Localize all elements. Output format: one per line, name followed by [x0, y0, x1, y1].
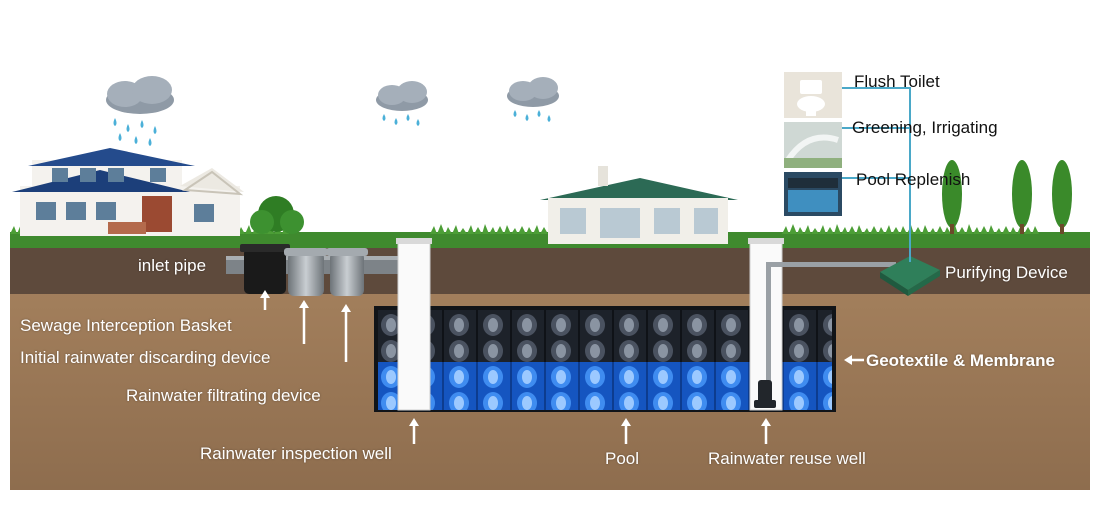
geotextile-membrane-label: Geotextile & Membrane [866, 351, 1055, 370]
tree-icon [250, 196, 304, 234]
rain-cloud-icon [376, 81, 428, 126]
rain-cloud-icon [106, 76, 174, 146]
supply-line [842, 87, 911, 262]
initial-rainwater-discarding-device [284, 248, 328, 296]
use-label-pool-replenish: Pool Replenish [856, 170, 971, 189]
grass-blades-far-right [782, 224, 1090, 234]
sewage-interception-basket-label: Sewage Interception Basket [20, 316, 232, 335]
rainwater-inspection-well [396, 238, 432, 411]
left-house [12, 148, 244, 236]
sewage-interception-basket [240, 244, 290, 294]
cypress-tree-icon [1052, 160, 1072, 234]
rain-cloud-icon [507, 77, 559, 122]
pool-replenish-image [784, 172, 842, 216]
purifying-device [880, 256, 940, 296]
rainwater-reuse-well [748, 238, 896, 411]
rainwater-reuse-well-label: Rainwater reuse well [708, 449, 866, 468]
initial-rainwater-discarding-device-label: Initial rainwater discarding device [20, 348, 271, 367]
cypress-tree-icon [942, 160, 962, 234]
inlet-pipe-label: inlet pipe [138, 256, 207, 275]
use-label-greening-irrigating: Greening, Irrigating [852, 118, 998, 137]
pool-label: Pool [605, 449, 640, 468]
greening-irrigating-image [784, 122, 842, 168]
rainwater-filtrating-device-label: Rainwater filtrating device [126, 386, 321, 405]
pointer-arrows [260, 290, 864, 444]
purifying-device-label: Purifying Device [945, 263, 1068, 282]
use-label-flush-toilet: Flush Toilet [854, 72, 940, 91]
rainwater-filtrating-device [326, 248, 368, 296]
rainwater-inspection-well-label: Rainwater inspection well [200, 444, 392, 463]
flush-toilet-image [784, 72, 842, 118]
cypress-tree-icon [1012, 160, 1032, 234]
middle-house [540, 166, 738, 244]
